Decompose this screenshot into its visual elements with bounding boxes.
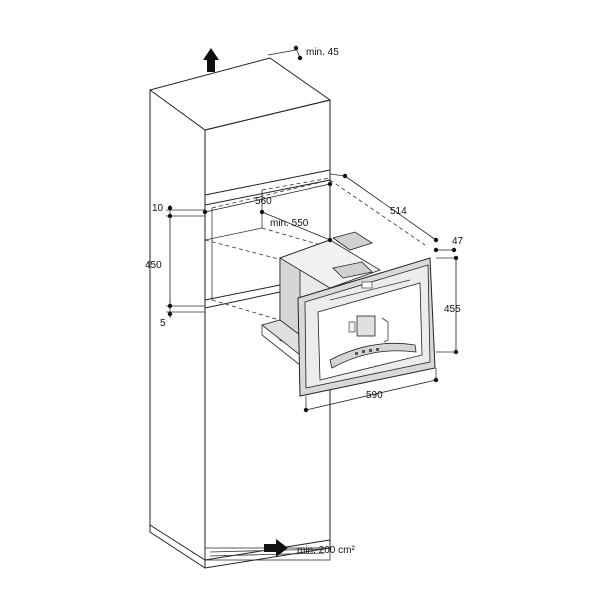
label-560: 560	[255, 196, 272, 207]
dim-590: 590	[303, 368, 439, 413]
arrow-up-icon	[203, 48, 219, 72]
arrow-right-icon	[264, 539, 288, 557]
dim-514: 514	[329, 173, 439, 243]
label-min-45: min. 45	[306, 47, 339, 58]
label-590: 590	[366, 390, 383, 401]
label-vent-opening: min. 200 cm²	[297, 545, 355, 556]
label-514: 514	[390, 206, 407, 217]
drip-grid	[355, 348, 379, 355]
label-47: 47	[452, 236, 464, 247]
label-10: 10	[152, 203, 164, 214]
label-5: 5	[160, 318, 166, 329]
dim-47: 47	[433, 236, 464, 253]
niche-outline	[204, 177, 426, 339]
dim-455: 455	[436, 255, 461, 355]
dim-min-550: min. 550	[259, 209, 333, 243]
dim-560: 560	[202, 181, 333, 215]
dim-min-45: min. 45	[267, 45, 339, 61]
label-455: 455	[444, 304, 461, 315]
label-min-550: min. 550	[270, 218, 309, 229]
label-450: 450	[145, 260, 162, 271]
coffee-machine	[261, 231, 436, 397]
dim-vertical-left: 10 450 5	[145, 203, 205, 329]
